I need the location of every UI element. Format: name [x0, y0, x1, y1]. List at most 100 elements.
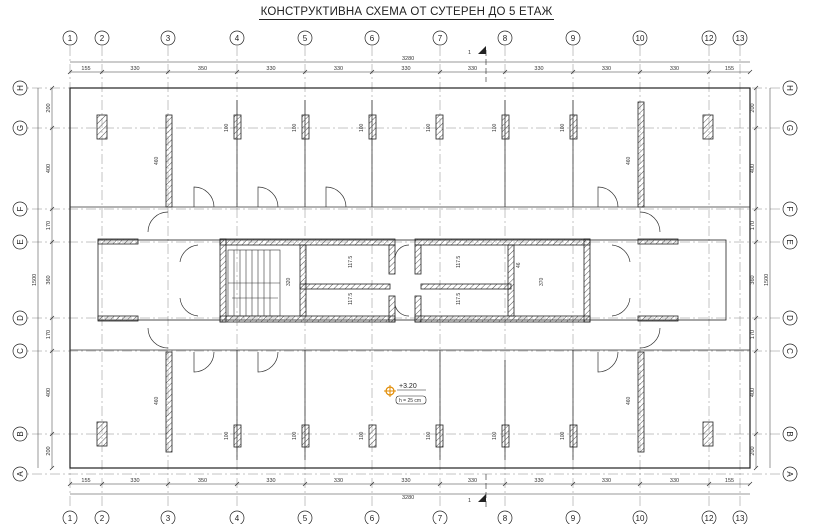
axis-bubble-H-right — [782, 80, 798, 96]
axis-label-3: 3 — [166, 514, 171, 523]
axis-bubble-1-bottom — [62, 510, 78, 524]
columns — [96, 114, 714, 448]
cut-arrow-top — [478, 46, 486, 54]
axis-bubble-2-bottom — [94, 510, 110, 524]
dim-chain-top-9: 330 — [670, 66, 679, 72]
axis-label-1: 1 — [68, 514, 73, 523]
axis-label-H: H — [16, 85, 25, 91]
dim-chain-right-0: 200 — [750, 103, 756, 112]
axis-bubble-E-right — [782, 234, 798, 250]
column-dim-7-top: 100 — [426, 123, 432, 132]
axis-label-1: 1 — [68, 34, 73, 43]
axis-bubble-13-top — [732, 30, 748, 46]
wall-dim-left-bottom: 460 — [154, 396, 160, 405]
axis-label-H: H — [785, 85, 794, 91]
axis-bubble-5-top — [297, 30, 313, 46]
dim-chain-top-8: 330 — [602, 66, 611, 72]
core-label-5: 117.5 — [456, 256, 462, 268]
load-bearing-walls — [97, 101, 679, 453]
axis-label-2: 2 — [100, 514, 105, 523]
axis-bubble-A-right — [782, 466, 798, 482]
axis-bubble-C-left — [12, 343, 28, 359]
dim-chain-left-5: 400 — [46, 388, 52, 397]
cut-label-top: 1 — [468, 50, 471, 56]
dim-chain-bottom-1: 330 — [130, 478, 139, 484]
dim-chain-right-2: 170 — [750, 221, 756, 230]
level-value: +3.20 — [399, 383, 417, 390]
dim-chain-left-1: 400 — [46, 164, 52, 173]
column-dim-8-top: 100 — [492, 123, 498, 132]
axis-bubble-10-top — [632, 30, 648, 46]
axis-label-F: F — [16, 206, 25, 211]
axis-bubble-6-bottom — [364, 510, 380, 524]
axis-label-G: G — [785, 125, 794, 131]
axis-label-A: A — [785, 471, 794, 477]
dim-chain-top-3: 330 — [266, 66, 275, 72]
door-swings — [147, 186, 661, 373]
axis-bubble-8-bottom — [497, 510, 513, 524]
axis-label-8: 8 — [503, 34, 508, 43]
axis-bubble-E-left — [12, 234, 28, 250]
axis-label-10: 10 — [636, 514, 645, 523]
column-dim-6-top: 100 — [359, 123, 365, 132]
axis-bubble-4-bottom — [229, 510, 245, 524]
axis-bubble-F-left — [12, 201, 28, 217]
column-dim-5-bottom: 100 — [292, 431, 298, 440]
dim-chain-bottom-7: 330 — [534, 478, 543, 484]
section-cut-marks: 1 1 — [468, 46, 487, 510]
axis-bubble-9-bottom — [565, 510, 581, 524]
wall-dim-right-top: 460 — [626, 156, 632, 165]
axis-label-B: B — [785, 431, 794, 436]
axis-label-C: C — [785, 348, 794, 354]
column-dim-7-bottom: 100 — [426, 431, 432, 440]
dim-chain-top-2: 350 — [198, 66, 207, 72]
axis-bubble-1-top — [62, 30, 78, 46]
axis-label-10: 10 — [636, 34, 645, 43]
core-label-3: 320 — [286, 277, 292, 286]
axis-bubble-7-bottom — [432, 510, 448, 524]
dim-chain-right-3: 360 — [750, 275, 756, 284]
core-label-6: 117.5 — [456, 293, 462, 305]
column-dim-9-bottom: 100 — [560, 431, 566, 440]
axis-bubble-G-left — [12, 120, 28, 136]
axis-bubble-3-bottom — [160, 510, 176, 524]
axis-label-9: 9 — [571, 514, 576, 523]
axis-bubble-B-left — [12, 426, 28, 442]
overall-length-top: 3280 — [402, 56, 414, 62]
dim-chain-top-6: 330 — [468, 66, 477, 72]
drawing-title: КОНСТРУКТИВНА СХЕМА ОТ СУТЕРЕН ДО 5 ЕТАЖ — [0, 6, 813, 20]
axis-label-B: B — [16, 431, 25, 436]
dim-chain-right-4: 170 — [750, 330, 756, 339]
axis-label-13: 13 — [736, 514, 745, 523]
dim-chain-top-0: 155 — [81, 66, 90, 72]
axis-bubble-H-left — [12, 80, 28, 96]
core-label-7: 46 — [516, 262, 522, 268]
dim-chain-bottom-2: 350 — [198, 478, 207, 484]
axis-bubble-3-top — [160, 30, 176, 46]
dim-chain-left-0: 200 — [46, 103, 52, 112]
axis-bubble-12-top — [701, 30, 717, 46]
axis-label-12: 12 — [705, 34, 714, 43]
column-dim-9-top: 100 — [560, 123, 566, 132]
axis-label-8: 8 — [503, 514, 508, 523]
dim-chain-bottom-8: 330 — [602, 478, 611, 484]
axis-bubble-12-bottom — [701, 510, 717, 524]
dim-chain-right-5: 400 — [750, 388, 756, 397]
dim-chain-bottom-0: 155 — [81, 478, 90, 484]
axis-bubble-D-left — [12, 310, 28, 326]
dim-chain-top-4: 330 — [334, 66, 343, 72]
level-marker: +3.20 h = 25 cm — [384, 383, 427, 405]
dim-chain-top-1: 330 — [130, 66, 139, 72]
column-dim-5-top: 100 — [292, 123, 298, 132]
axis-label-E: E — [785, 239, 794, 244]
axis-label-E: E — [16, 239, 25, 244]
dim-chain-left-3: 360 — [46, 275, 52, 284]
axis-bubble-2-top — [94, 30, 110, 46]
axis-label-4: 4 — [235, 514, 240, 523]
core-labels: 117.5 117.5 320 370 117.5 117.5 46 — [286, 256, 545, 305]
axis-bubble-7-top — [432, 30, 448, 46]
dim-chain-top-5: 330 — [401, 66, 410, 72]
